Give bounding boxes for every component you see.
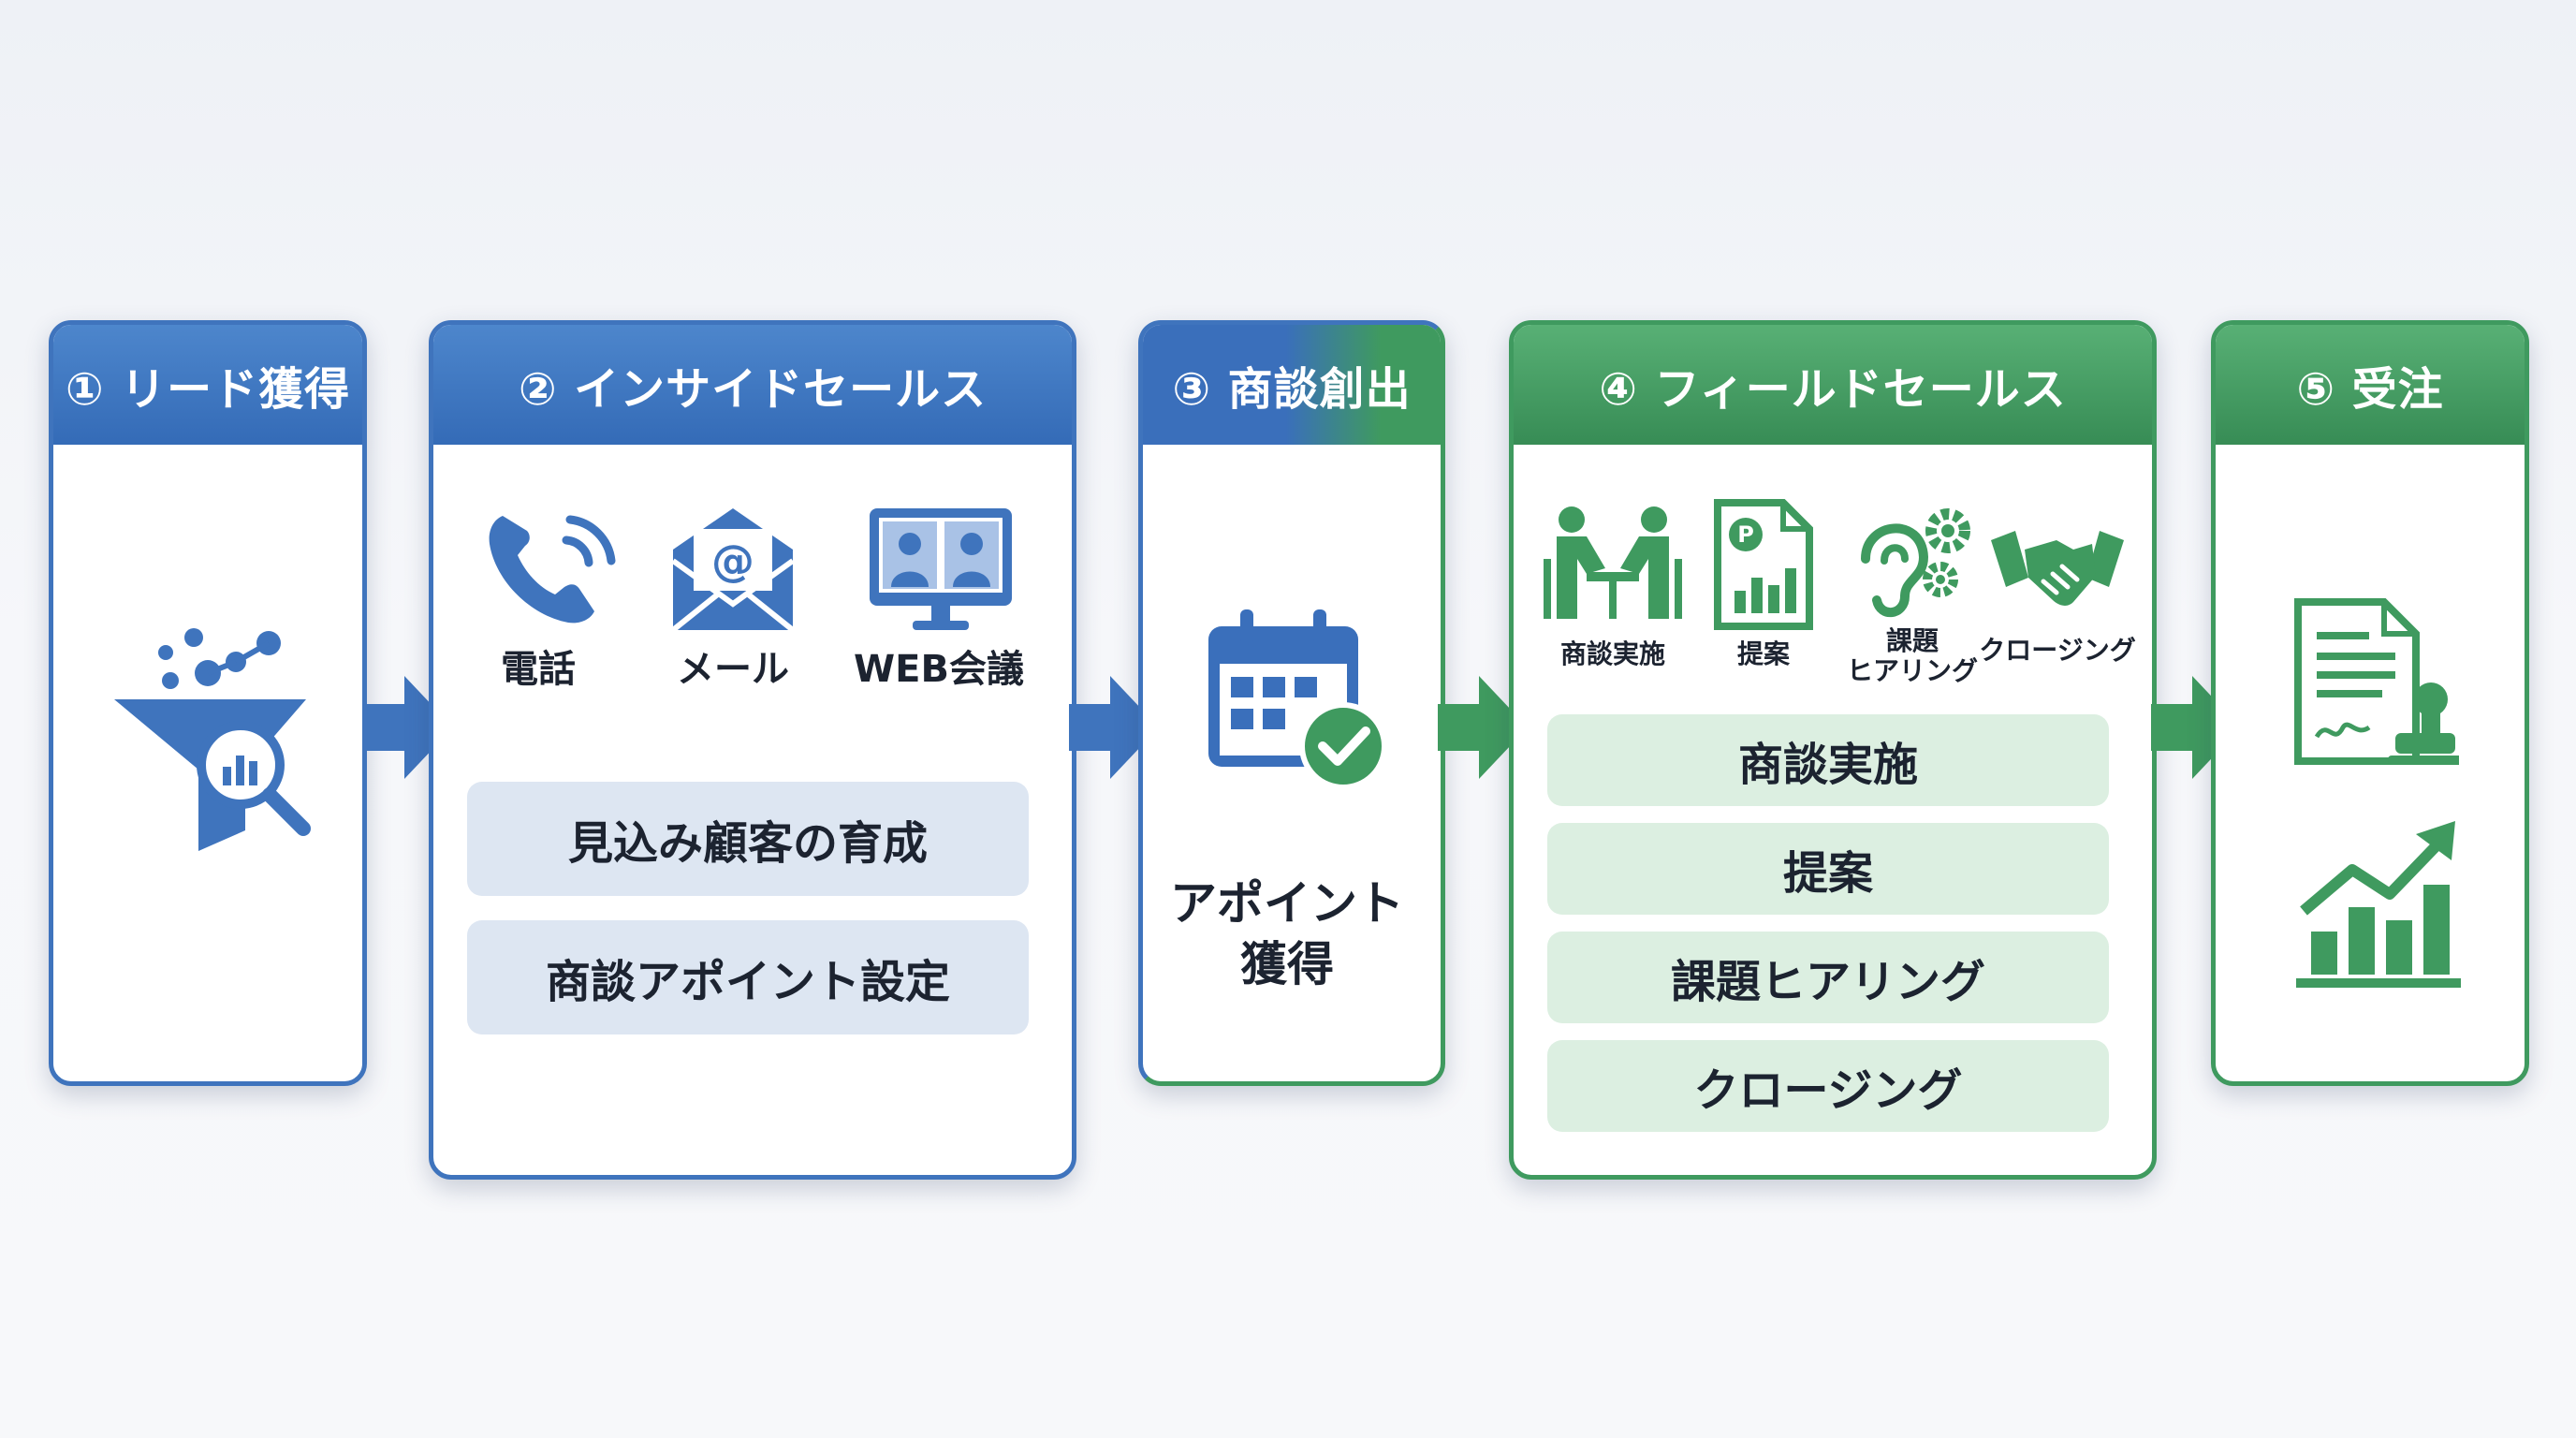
proposal-label: 提案 (1736, 638, 1790, 669)
list-item: 提案 (1547, 823, 2109, 915)
mail-label: メール (677, 648, 789, 691)
contract-stamp-icon (2291, 596, 2463, 778)
meeting-icon (1540, 503, 1686, 628)
list-item: 見込み顧客の育成 (467, 782, 1029, 896)
appointment-text-line1: アポイント (1170, 876, 1404, 931)
ear-gears-icon (1847, 503, 1978, 628)
stage-header: ③ 商談創出 (1143, 325, 1441, 445)
stage-title: ④ フィールドセールス (1599, 363, 2067, 416)
flow-arrow (2151, 676, 2241, 783)
stage-field-sales: ④ フィールドセールス 商談実施 P 提案 (1509, 320, 2157, 1180)
mail-icon: @ (667, 503, 798, 638)
closing-label: クロージング (1979, 635, 2136, 666)
stage-opportunity-creation: ③ 商談創出 アポイント 獲得 (1138, 320, 1445, 1086)
meeting-label: 商談実施 (1559, 638, 1665, 669)
growth-chart-icon (2291, 817, 2465, 999)
phone-label: 電話 (501, 648, 576, 691)
appointment-text-line2: 獲得 (1240, 937, 1334, 991)
hearing-label-line2: ヒアリング (1846, 655, 1978, 687)
stage-order-received: ⑤ 受注 (2211, 320, 2529, 1086)
handshake-icon (1987, 521, 2128, 619)
stage-title: ① リード獲得 (65, 363, 351, 416)
phone-icon (482, 503, 622, 638)
flow-arrow (363, 676, 453, 783)
list-item: 商談アポイント設定 (467, 920, 1029, 1034)
stage-header: ⑤ 受注 (2216, 325, 2525, 445)
stage-title: ③ 商談創出 (1172, 363, 1412, 416)
stage-header: ④ フィールドセールス (1514, 325, 2152, 445)
proposal-document-icon: P (1712, 499, 1815, 634)
list-item: クロージング (1547, 1040, 2109, 1132)
flow-arrow (1438, 676, 1528, 783)
stage-title: ⑤ 受注 (2296, 363, 2444, 416)
list-item: 課題ヒアリング (1547, 932, 2109, 1023)
flow-arrow (1069, 676, 1159, 783)
svg-text:@: @ (711, 536, 754, 586)
web-meeting-icon (866, 505, 1016, 639)
stage-header: ② インサイドセールス (433, 325, 1072, 445)
svg-text:P: P (1737, 521, 1754, 548)
appointment-text: アポイント 獲得 (1143, 873, 1431, 995)
stage-lead-acquisition: ① リード獲得 (49, 320, 367, 1086)
funnel-analytics-icon (105, 606, 320, 862)
web-meeting-label: WEB会議 (854, 648, 1024, 691)
hearing-label: 課題 ヒアリング (1819, 625, 2006, 687)
stage-inside-sales: ② インサイドセールス 電話 @ メール (429, 320, 1076, 1180)
stage-title: ② インサイドセールス (518, 363, 988, 416)
stage-header: ① リード獲得 (53, 325, 362, 445)
list-item: 商談実施 (1547, 714, 2109, 806)
hearing-label-line1: 課題 (1885, 625, 1939, 656)
calendar-check-icon (1203, 606, 1390, 797)
